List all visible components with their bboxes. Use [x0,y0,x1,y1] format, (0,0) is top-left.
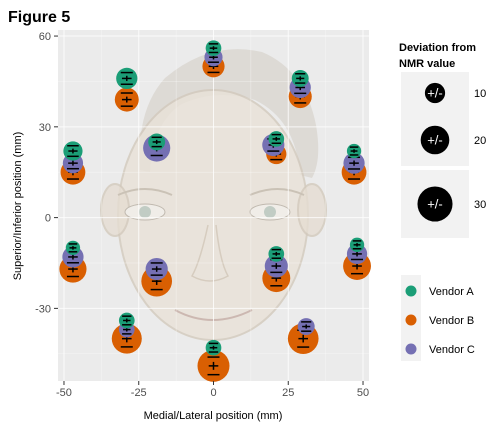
point-vendor-a [116,67,138,90]
point-vendor-a [205,339,222,356]
axes: -50 -25 0 25 50 -30 0 30 60 [35,31,369,399]
face-left-iris [139,206,151,218]
point-vendor-a [268,131,285,147]
point-vendor-c [264,254,288,278]
point-vendor-c [343,152,365,174]
color-legend-label: Vendor B [429,315,474,327]
x-tick-label: 50 [357,387,369,399]
color-legend-label: Vendor C [429,344,475,356]
point-vendor-b [197,349,230,382]
size-legend-symbol [424,82,446,104]
point-vendor-a [346,143,362,159]
size-legend-title-line2: NMR value [399,58,455,70]
color-legend-label: Vendor A [429,286,474,298]
x-axis-title: Medial/Lateral position (mm) [144,410,283,422]
color-legend: Vendor A Vendor B Vendor C [401,275,475,361]
y-tick-label: 0 [45,213,51,225]
point-vendor-a [349,237,365,252]
point-vendor-a [291,69,309,87]
x-tick-label: -25 [131,387,147,399]
size-legend: Deviation from NMR value +/- 10 +/- 20 +/- 30 [399,42,486,238]
size-legend-symbol [420,125,450,155]
point-vendor-b [114,87,139,112]
size-legend-symbol-text: +/- [427,86,443,101]
color-legend-swatch-vendor-b [405,314,417,326]
size-legend-symbol-text: +/- [427,197,443,212]
face-right-iris [264,206,276,218]
color-legend-swatch-vendor-a [405,285,417,297]
gridlines [58,30,369,381]
data-points [59,40,371,382]
point-vendor-a [63,141,83,161]
point-vendor-a [268,246,285,262]
y-tick-label: -30 [35,303,51,315]
y-tick-label: 60 [39,31,51,43]
y-axis-title: Superior/Inferior position (mm) [12,132,24,281]
face-nose [190,224,230,282]
size-legend-value: 10 [474,88,486,100]
face-left-brow [117,188,173,196]
face-right-brow [249,188,305,196]
point-vendor-c [297,318,315,336]
size-legend-symbol-text: +/- [427,133,443,148]
x-tick-label: 25 [282,387,294,399]
x-tick-label: -50 [56,387,72,399]
figure-title: Figure 5 [8,9,70,26]
point-vendor-c [145,257,168,281]
point-vendor-a [65,240,81,256]
size-legend-title-line1: Deviation from [399,42,476,54]
y-tick-label: 30 [39,122,51,134]
size-legend-value: 30 [474,199,486,211]
color-legend-swatch-vendor-c [405,343,417,355]
x-tick-label: 0 [210,387,216,399]
point-vendor-a [148,133,166,151]
size-legend-value: 20 [474,135,486,147]
size-legend-symbol [417,186,453,222]
point-vendor-a [205,40,222,56]
point-vendor-a [118,312,135,329]
face-right-ear [297,183,327,237]
face-mouth [174,309,253,321]
